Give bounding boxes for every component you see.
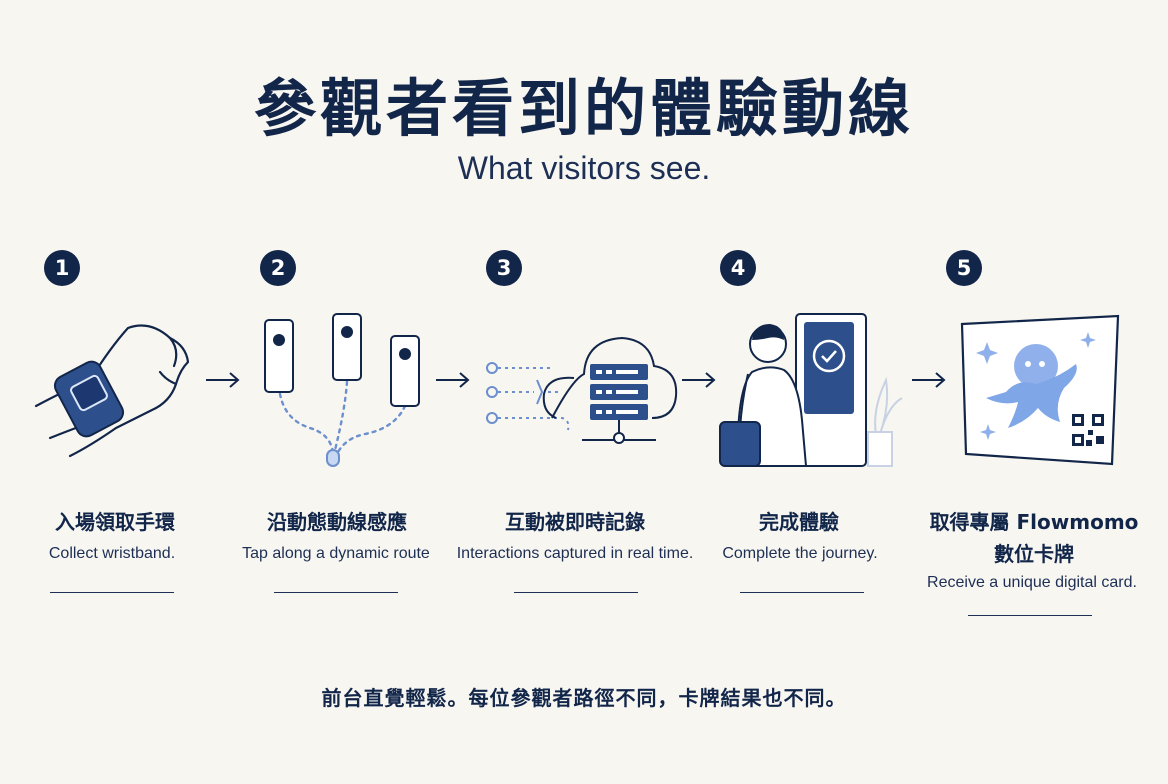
step-2-number: 2 [260,250,296,286]
wristband-icon [34,324,190,458]
arrow-2-icon [436,372,470,388]
step-1-rule [50,592,174,593]
step-1-desc: Collect wristband. [48,545,176,562]
step-3-number: 3 [486,250,522,286]
cloud-server-icon [486,336,678,444]
step-2-rule [274,592,398,593]
step-5-title-line2: 數位卡牌 [994,542,1074,566]
step-5-title-line1: 取得專屬 Flowmomo [929,510,1139,534]
step-4-number: 4 [720,250,756,286]
step-3-title: 互動被即時記錄 [505,510,645,534]
step-3-rule [514,592,638,593]
step-2-desc: Tap along a dynamic route [242,545,430,562]
step-2-title: 沿動態動線感應 [267,510,407,534]
step-4-title: 完成體驗 [759,510,839,534]
arrow-3-icon [682,372,716,388]
step-3-desc: Interactions captured in real time. [456,545,694,562]
footer-note: 前台直覺輕鬆。每位參觀者路徑不同，卡牌結果也不同。 [321,686,847,710]
arrow-1-icon [206,372,240,388]
step-1-number: 1 [44,250,80,286]
step-5-rule [968,615,1092,616]
step-5-desc: Receive a unique digital card. [927,574,1137,591]
arrow-4-icon [912,372,946,388]
step-4-desc: Complete the journey. [722,545,878,562]
step-1-title: 入場領取手環 [55,510,175,534]
visitor-kiosk-icon [719,313,903,467]
sensor-tags-icon [264,313,420,467]
step-4-rule [740,592,864,593]
page-title: 參觀者看到的體驗動線 [253,72,914,145]
page-subtitle: What visitors see. [457,150,711,186]
step-5-number: 5 [946,250,982,286]
step-5-title: 取得專屬 Flowmomo 數位卡牌 [916,506,1152,570]
digital-card-icon [960,314,1120,466]
